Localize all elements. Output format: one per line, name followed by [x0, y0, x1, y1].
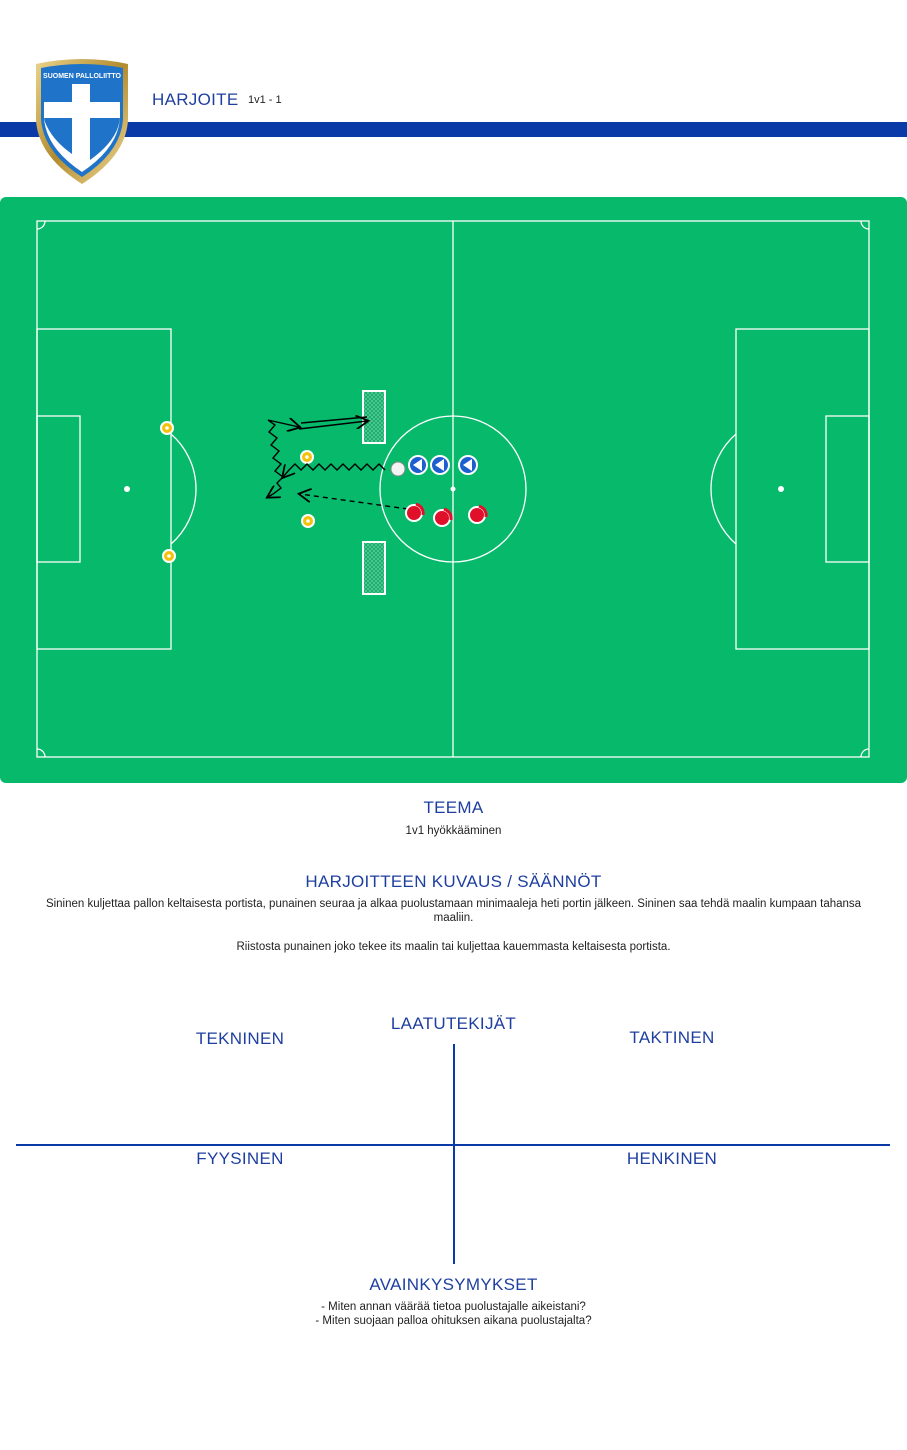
suomen-palloliitto-crest-logo: SUOMEN PALLOLIITTO: [36, 59, 128, 184]
description-paragraph: Riistosta punainen joko tekee its maalin…: [236, 941, 671, 953]
quadrant-physical: FYYSINEN: [196, 1149, 284, 1168]
red-team-players: [405, 502, 488, 527]
theme-text: 1v1 hyökkääminen: [405, 825, 502, 837]
defender-chase-path: [300, 494, 409, 510]
svg-text:SUOMEN PALLOLIITTO: SUOMEN PALLOLIITTO: [43, 73, 121, 80]
quadrant-mental: HENKINEN: [626, 1149, 718, 1168]
quality-factors-heading: LAATUTEKIJÄT: [390, 1014, 517, 1033]
pitch-lines: [36, 220, 870, 758]
red-player-icon: [433, 507, 453, 527]
key-questions-heading: AVAINKYSYMYKSET: [369, 1275, 538, 1294]
quadrant-technical: TEKNINEN: [195, 1029, 285, 1048]
quadrant-divider-vertical: [453, 1044, 455, 1264]
red-player-icon: [405, 502, 425, 522]
header-bar: [0, 122, 907, 137]
key-question-item: - Miten suojaan palloa ohituksen aikana …: [315, 1315, 592, 1327]
blue-player-icon: [430, 455, 450, 475]
document-title: HARJOITE: [152, 90, 239, 109]
key-question-item: - Miten annan väärää tietoa puolustajall…: [321, 1301, 586, 1313]
mini-goal-bottom: [362, 541, 386, 595]
blue-player-icon: [458, 455, 478, 475]
ball-icon: [390, 461, 406, 477]
theme-heading: TEEMA: [423, 798, 484, 817]
dribble-path: [268, 417, 386, 497]
document-subtitle: 1v1 - 1: [248, 94, 282, 106]
description-heading: HARJOITTEEN KUVAUS / SÄÄNNÖT: [305, 872, 602, 891]
quadrant-divider-horizontal: [16, 1144, 890, 1146]
quadrant-tactical: TAKTINEN: [629, 1028, 715, 1047]
description-paragraph: Sininen kuljettaa pallon keltaisesta por…: [45, 898, 862, 924]
pitch-diagram: [0, 197, 907, 783]
blue-team-players: [408, 455, 478, 475]
blue-player-icon: [408, 455, 428, 475]
red-player-icon: [468, 504, 488, 524]
